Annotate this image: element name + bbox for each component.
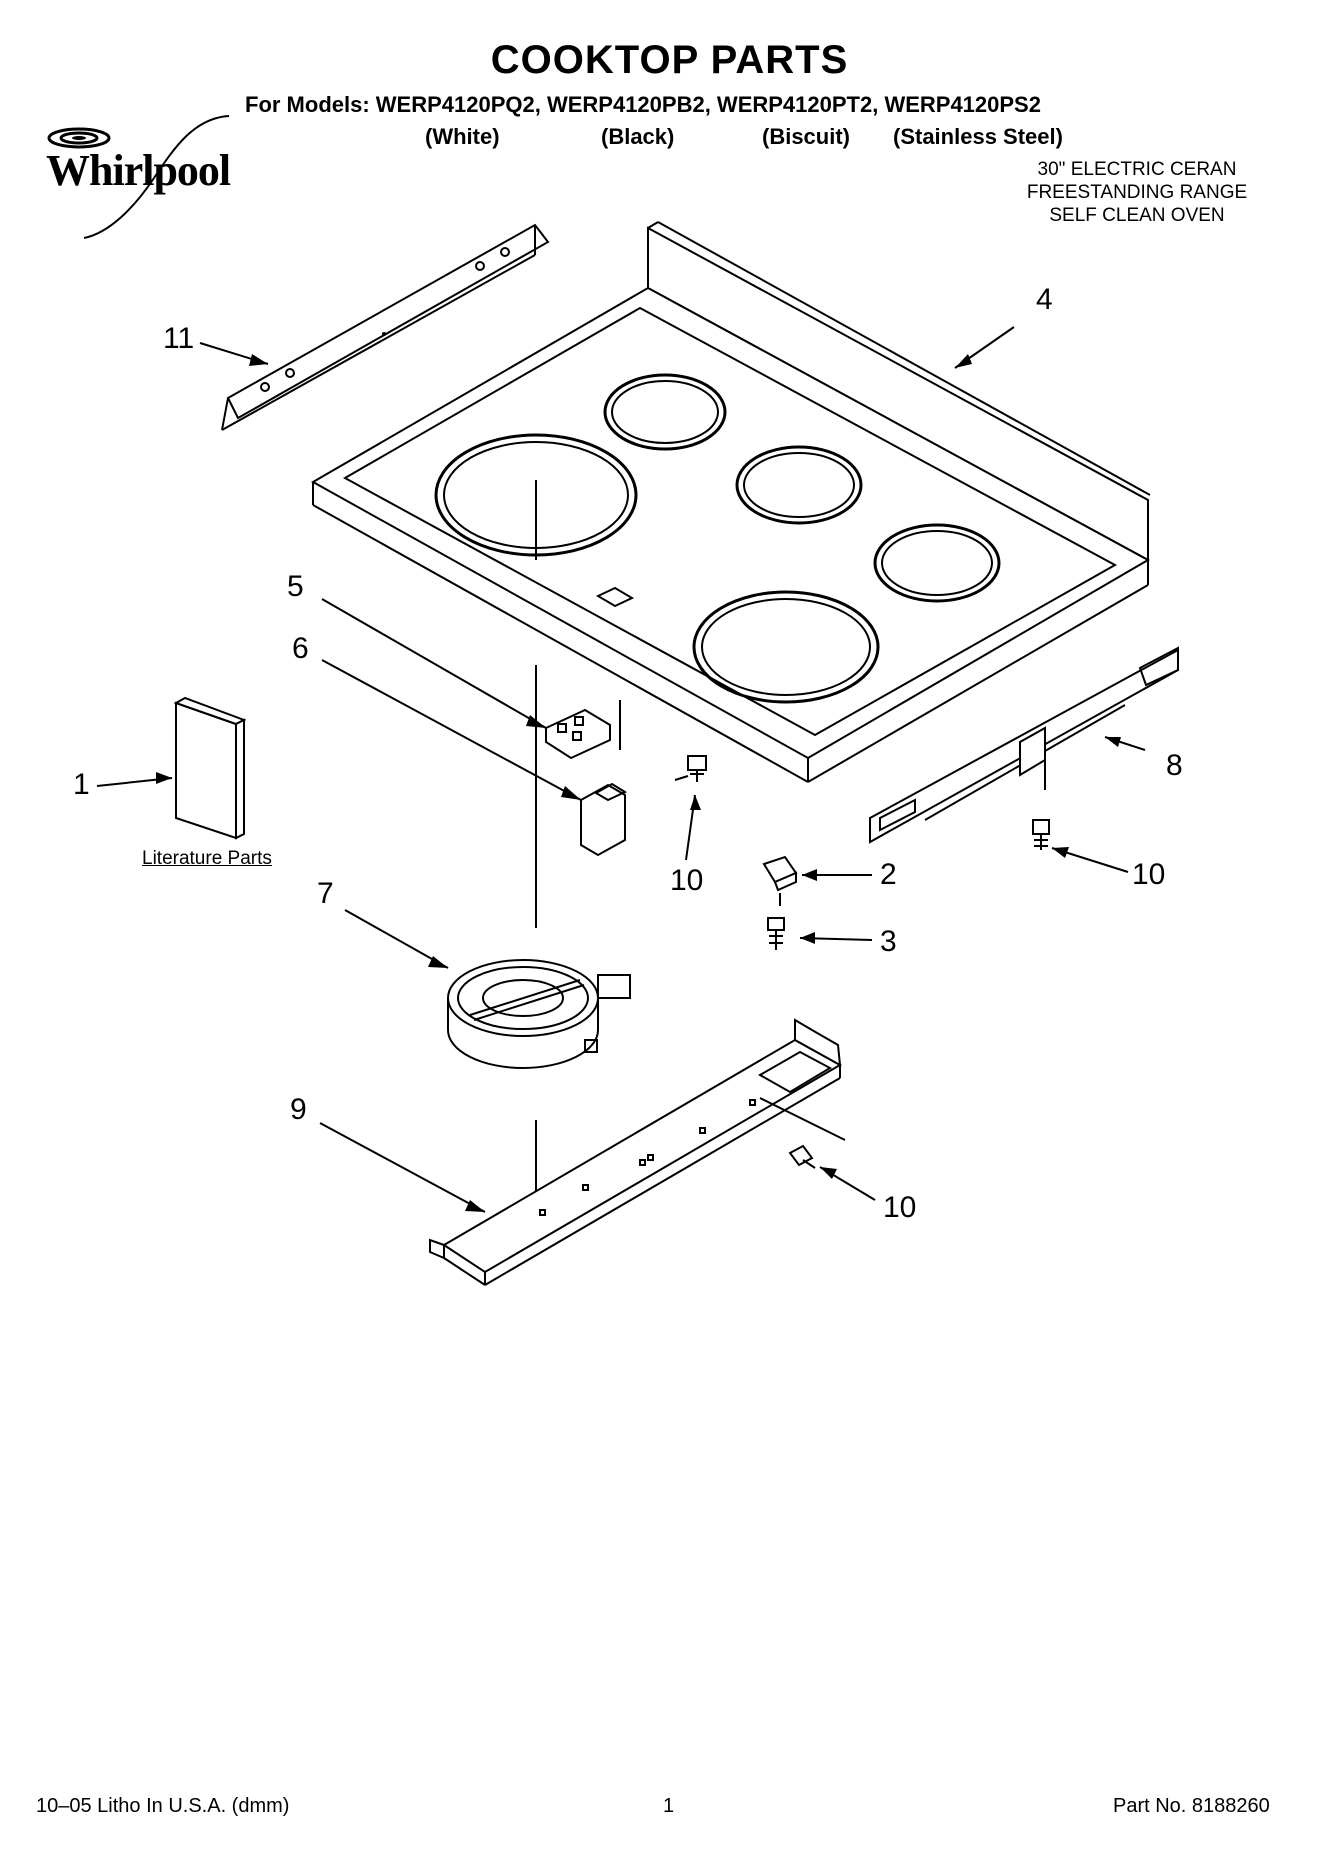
leader-5 <box>321 598 547 729</box>
radiant-element-part-7 <box>447 959 631 1069</box>
variant-biscuit: (Biscuit) <box>762 124 850 149</box>
callout-6: 6 <box>292 632 309 665</box>
models-line: For Models: WERP4120PQ2, WERP4120PB2, WE… <box>245 92 1041 117</box>
callout-5: 5 <box>287 570 304 603</box>
callout-2: 2 <box>880 858 897 891</box>
whirlpool-logo-text: Whirlpool <box>46 146 231 195</box>
callout-10-bottom: 10 <box>883 1191 917 1224</box>
variant-stainless-steel: (Stainless Steel) <box>893 124 1063 149</box>
callout-10-right: 10 <box>1132 858 1166 891</box>
footer-litho: 10–05 Litho In U.S.A. (dmm) <box>36 1795 290 1817</box>
callout-4: 4 <box>1036 283 1053 316</box>
footer-part-number: Part No. 8188260 <box>1113 1795 1270 1817</box>
callout-1: 1 <box>73 768 90 801</box>
screw-part-10a <box>674 755 707 782</box>
callout-10-left: 10 <box>670 864 704 897</box>
cooktop-main-part-4 <box>310 221 1151 783</box>
description-line-1: 30" ELECTRIC CERAN <box>1037 159 1237 180</box>
literature-parts-label: Literature Parts <box>142 848 272 869</box>
callout-3: 3 <box>880 925 897 958</box>
product-description: 30" ELECTRIC CERAN FREESTANDING RANGE SE… <box>987 158 1287 227</box>
screw-part-3 <box>767 917 785 950</box>
callout-11: 11 <box>163 322 195 355</box>
whirlpool-swirl-logo <box>47 115 230 239</box>
screw-part-10c <box>788 1144 816 1169</box>
footer-page-number: 1 <box>663 1795 675 1817</box>
leader-6 <box>321 659 582 801</box>
leader-9 <box>319 1122 486 1213</box>
variant-black: (Black) <box>601 124 675 149</box>
side-bracket-part-8 <box>869 646 1179 844</box>
literature-part-1 <box>173 696 247 840</box>
screw-part-10b <box>1032 819 1050 850</box>
clip-part-2 <box>762 855 798 906</box>
bottom-bracket-part-9 <box>429 1018 843 1286</box>
callout-8: 8 <box>1166 749 1183 782</box>
bracket-part-6 <box>580 782 628 857</box>
leader-7 <box>344 909 449 969</box>
variant-white: (White) <box>425 124 500 149</box>
callout-7: 7 <box>317 877 334 910</box>
switch-part-5 <box>545 708 611 760</box>
page-title: COOKTOP PARTS <box>490 38 849 82</box>
callout-9: 9 <box>290 1093 307 1126</box>
description-line-2: FREESTANDING RANGE <box>1026 182 1248 203</box>
rear-trim-part-11 <box>221 223 550 431</box>
description-line-3: SELF CLEAN OVEN <box>1049 205 1225 226</box>
